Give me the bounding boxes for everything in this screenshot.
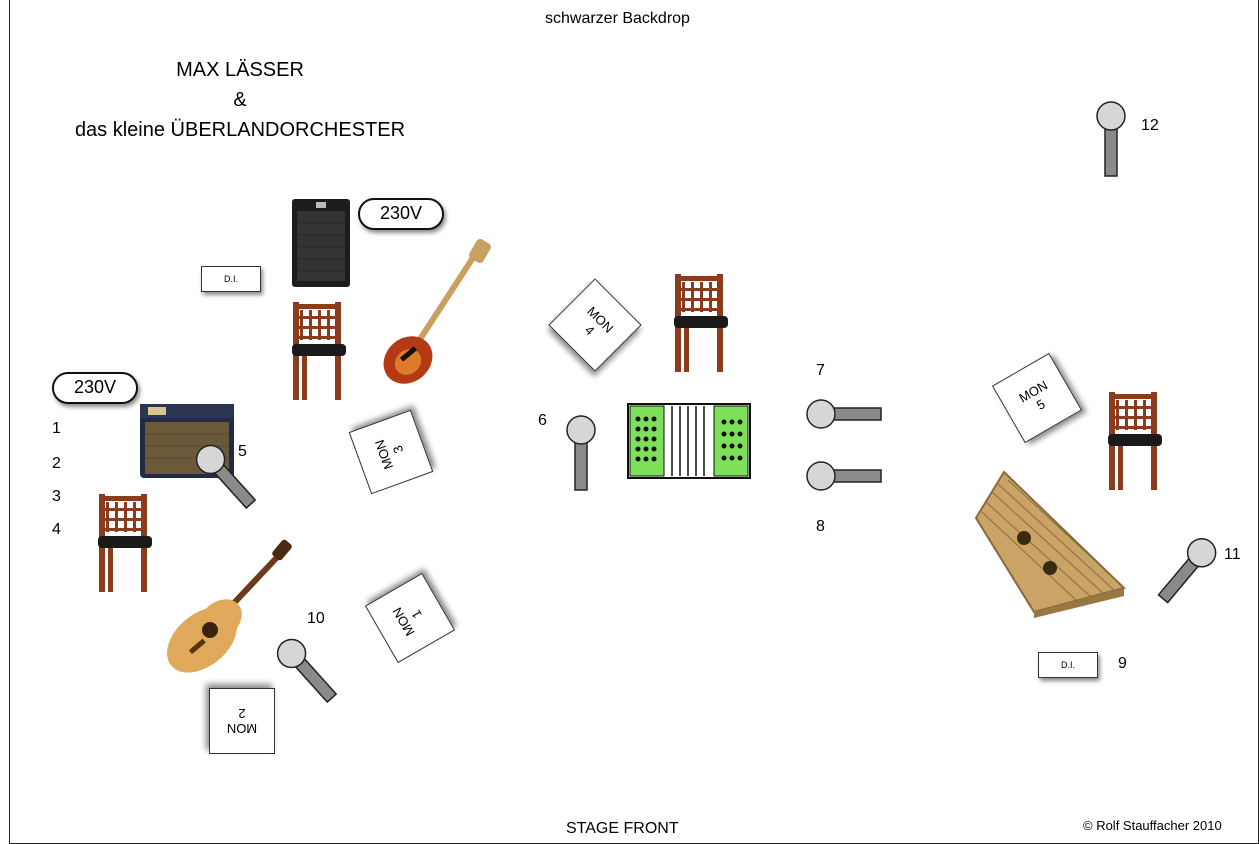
title-line-1: MAX LÄSSER xyxy=(176,59,304,81)
microphone-icon xyxy=(1157,538,1217,604)
microphone-icon xyxy=(1096,101,1126,177)
microphone-icon xyxy=(195,444,257,510)
hackbrett-icon xyxy=(974,470,1126,618)
monitor-label: MON xyxy=(389,604,418,639)
microphone-icon xyxy=(276,638,338,704)
monitor-number: 3 xyxy=(389,443,407,456)
channel-number: 7 xyxy=(816,362,825,379)
chair-icon xyxy=(292,302,346,400)
monitor-number: 5 xyxy=(1033,396,1048,413)
channel-number: 3 xyxy=(52,488,61,505)
power-outlet-left: 230V xyxy=(52,372,138,404)
title-line-3: das kleine ÜBERLANDORCHESTER xyxy=(74,119,406,141)
chair-icon xyxy=(674,274,728,372)
bass-guitar-icon xyxy=(383,238,491,384)
monitor-2: MON 2 xyxy=(209,688,275,754)
monitor-number: 2 xyxy=(238,706,246,721)
channel-number: 9 xyxy=(1118,655,1127,672)
channel-number: 1 xyxy=(52,420,61,437)
monitor-number: 1 xyxy=(408,607,425,622)
acoustic-guitar-icon xyxy=(167,539,292,673)
channel-number: 5 xyxy=(238,443,247,460)
chair-icon xyxy=(1108,392,1162,490)
channel-number: 11 xyxy=(1224,546,1241,563)
channel-number: 4 xyxy=(52,521,61,538)
bass-cabinet-icon xyxy=(292,199,350,287)
stage-front-label: STAGE FRONT xyxy=(566,820,679,837)
channel-number: 6 xyxy=(538,412,547,429)
channel-number: 8 xyxy=(816,518,825,535)
monitor-label: MON xyxy=(226,721,258,736)
backdrop-label: schwarzer Backdrop xyxy=(545,10,690,27)
band-title: MAX LÄSSER & das kleine ÜBERLANDORCHESTE… xyxy=(40,55,440,145)
di-box-hackbrett: D.I. xyxy=(1038,652,1098,678)
accordion-icon xyxy=(627,403,751,479)
power-outlet-top: 230V xyxy=(358,198,444,230)
microphone-icon xyxy=(806,461,882,491)
channel-number: 10 xyxy=(307,610,325,627)
chair-icon xyxy=(98,494,152,592)
monitor-number: 4 xyxy=(581,322,598,339)
microphone-icon xyxy=(806,399,882,429)
title-line-2: & xyxy=(233,89,247,111)
di-box-bass: D.I. xyxy=(201,266,261,292)
channel-number: 12 xyxy=(1141,117,1159,134)
copyright: © Rolf Stauffacher 2010 xyxy=(1083,818,1222,833)
channel-number: 2 xyxy=(52,455,61,472)
microphone-icon xyxy=(566,415,596,491)
monitor-label: MON xyxy=(1016,377,1051,406)
